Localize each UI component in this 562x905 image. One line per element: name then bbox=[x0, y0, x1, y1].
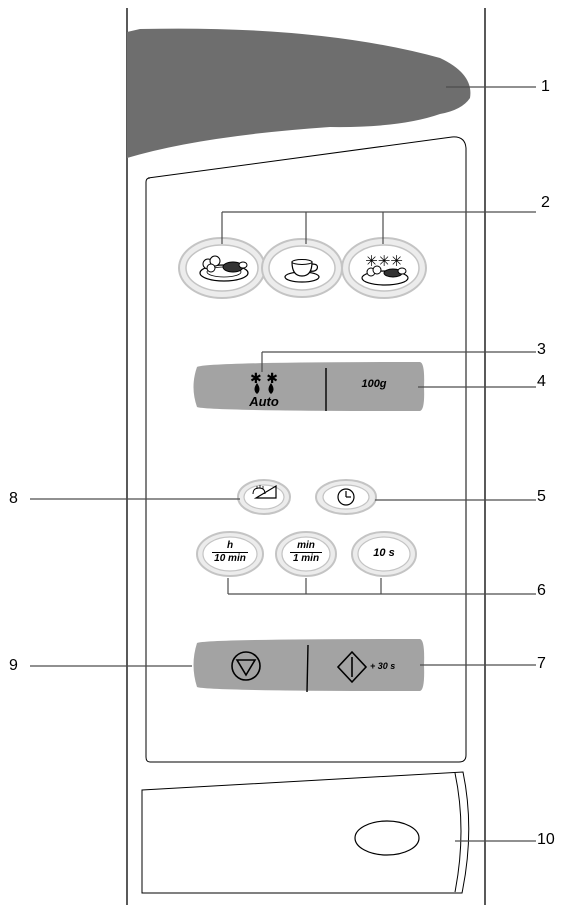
svg-text:✱ ✱: ✱ ✱ bbox=[250, 371, 278, 387]
callout-3: 3 bbox=[537, 341, 546, 358]
callout-4: 4 bbox=[537, 373, 546, 390]
min-label: min bbox=[297, 540, 315, 551]
callout-lines bbox=[30, 86, 536, 842]
hours-10min-button[interactable] bbox=[196, 531, 264, 577]
callout-1: 1 bbox=[541, 78, 550, 95]
ten-seconds-label: 10 s bbox=[373, 547, 395, 559]
power-level-icon bbox=[252, 484, 277, 499]
callout-8: 8 bbox=[9, 490, 18, 507]
callout-6: 6 bbox=[537, 582, 546, 599]
clock-icon bbox=[337, 488, 355, 506]
seconds-10s-button[interactable] bbox=[351, 531, 417, 577]
frozen-plate-icon: ✳✳✳ bbox=[361, 252, 409, 286]
hours-fraction-label: h 10 min bbox=[210, 540, 250, 564]
plate-food-icon bbox=[199, 255, 249, 282]
stop-icon bbox=[231, 651, 261, 681]
callout-2: 2 bbox=[541, 194, 550, 211]
svg-text:✳✳✳: ✳✳✳ bbox=[365, 252, 403, 270]
callout-5: 5 bbox=[537, 488, 546, 505]
microwave-power-button[interactable] bbox=[237, 479, 291, 515]
drops-icon: ✱ ✱ bbox=[250, 371, 278, 394]
minutes-1min-button[interactable] bbox=[275, 531, 337, 577]
callout-9: 9 bbox=[9, 657, 18, 674]
start-icon bbox=[336, 650, 368, 684]
plus-30s-label: + 30 s bbox=[370, 661, 396, 671]
ten-min-label: 10 min bbox=[214, 553, 246, 564]
inner-bezel bbox=[145, 136, 467, 763]
door-release-button[interactable] bbox=[354, 820, 420, 856]
hours-label: h bbox=[226, 540, 234, 551]
auto-weight-strip bbox=[193, 362, 425, 411]
cup-icon bbox=[284, 259, 320, 283]
callout-7: 7 bbox=[537, 655, 546, 672]
display-window bbox=[127, 28, 471, 159]
one-min-label: 1 min bbox=[292, 553, 320, 564]
minutes-fraction-label: min 1 min bbox=[288, 540, 324, 564]
auto-label: Auto bbox=[249, 394, 279, 409]
door-recess bbox=[141, 771, 470, 894]
callout-10: 10 bbox=[537, 831, 555, 848]
stop-start-strip bbox=[193, 639, 425, 691]
weight-label: 100g bbox=[361, 378, 387, 390]
door-recess-curve bbox=[454, 772, 462, 893]
strip-divider-2 bbox=[306, 644, 309, 693]
